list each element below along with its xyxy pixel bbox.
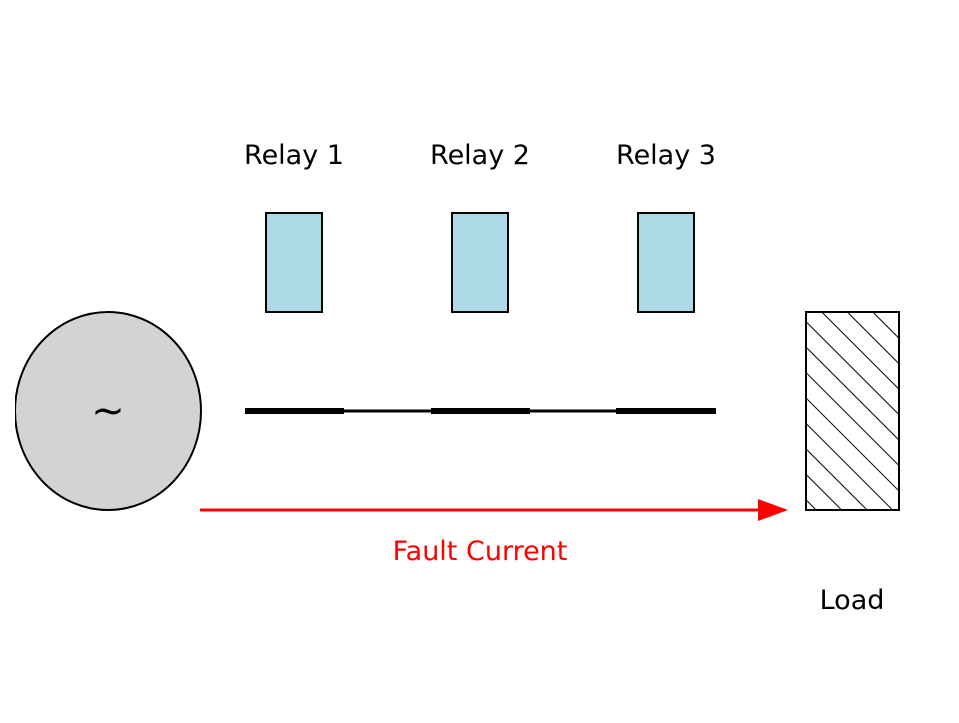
fault-current-label: Fault Current [393, 536, 568, 567]
relay-3-box [637, 212, 695, 313]
load: Load [805, 311, 900, 616]
relay-2-box [451, 212, 509, 313]
relay-1-label: Relay 1 [244, 140, 344, 171]
generator-circle [15, 311, 202, 511]
relay-3-label: Relay 3 [616, 140, 716, 171]
load-box [805, 311, 900, 511]
load-label: Load [820, 585, 885, 616]
generator-symbol: ~ [91, 388, 125, 434]
relay-2-label: Relay 2 [430, 140, 530, 171]
fault-current-arrow-head [758, 499, 788, 521]
generator-source: ~ [15, 311, 202, 511]
fault-current-arrow: Fault Current [200, 499, 788, 567]
relay-1-box [265, 212, 323, 313]
